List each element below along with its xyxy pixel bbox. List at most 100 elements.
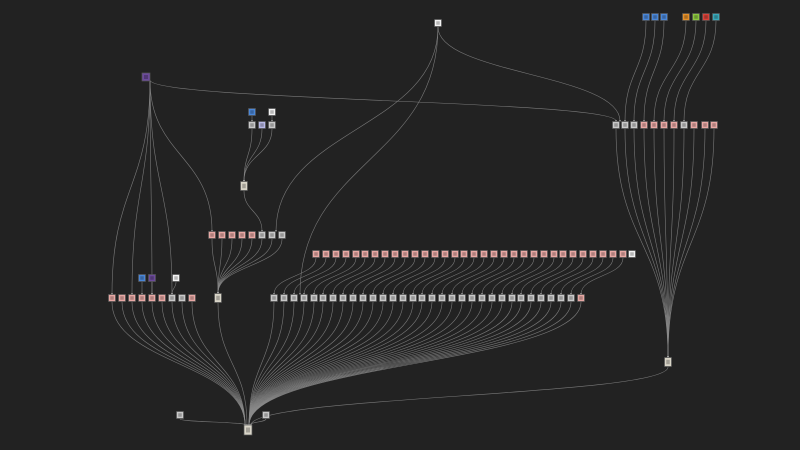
filter-node-19[interactable] bbox=[500, 250, 508, 258]
color-node-top-right-0[interactable] bbox=[682, 13, 690, 21]
image-node-top-right-1[interactable] bbox=[651, 13, 659, 21]
filter-node-17[interactable] bbox=[480, 250, 488, 258]
filter-node-2[interactable] bbox=[332, 250, 340, 258]
filter-node-29[interactable] bbox=[599, 250, 607, 258]
color-node-top-right-1[interactable] bbox=[692, 13, 700, 21]
texture-node-19[interactable] bbox=[458, 294, 466, 302]
texture-node-7[interactable] bbox=[339, 294, 347, 302]
filter-node-13[interactable] bbox=[441, 250, 449, 258]
texture-node-12[interactable] bbox=[389, 294, 397, 302]
right-row-node-2[interactable] bbox=[630, 121, 638, 129]
image-node-left-c[interactable] bbox=[172, 274, 180, 282]
mid-group-node-2[interactable] bbox=[268, 121, 276, 129]
middle-row-node-1[interactable] bbox=[218, 231, 226, 239]
filter-node-4[interactable] bbox=[352, 250, 360, 258]
middle-row-node-5[interactable] bbox=[258, 231, 266, 239]
texture-node-13[interactable] bbox=[399, 294, 407, 302]
right-row-node-9[interactable] bbox=[701, 121, 709, 129]
filter-node-22[interactable] bbox=[530, 250, 538, 258]
image-node-left-b[interactable] bbox=[148, 274, 156, 282]
left-row-node-7[interactable] bbox=[178, 294, 186, 302]
image-node-top-right-2[interactable] bbox=[660, 13, 668, 21]
texture-node-29[interactable] bbox=[557, 294, 565, 302]
texture-node-27[interactable] bbox=[537, 294, 545, 302]
color-node-top-right-3[interactable] bbox=[712, 13, 720, 21]
mid-group-node-0[interactable] bbox=[248, 121, 256, 129]
texture-node-5[interactable] bbox=[319, 294, 327, 302]
filter-node-26[interactable] bbox=[569, 250, 577, 258]
right-row-node-0[interactable] bbox=[612, 121, 620, 129]
filter-node-18[interactable] bbox=[490, 250, 498, 258]
filter-node-9[interactable] bbox=[401, 250, 409, 258]
left-row-node-6[interactable] bbox=[168, 294, 176, 302]
texture-node-11[interactable] bbox=[379, 294, 387, 302]
filter-node-10[interactable] bbox=[411, 250, 419, 258]
texture-node-4[interactable] bbox=[310, 294, 318, 302]
middle-row-node-0[interactable] bbox=[208, 231, 216, 239]
filter-node-1[interactable] bbox=[322, 250, 330, 258]
texture-node-26[interactable] bbox=[527, 294, 535, 302]
filter-node-end[interactable] bbox=[628, 250, 636, 258]
source-node-purple[interactable] bbox=[141, 72, 151, 82]
texture-node-9[interactable] bbox=[359, 294, 367, 302]
left-row-node-8[interactable] bbox=[188, 294, 196, 302]
texture-node-15[interactable] bbox=[418, 294, 426, 302]
left-row-node-0[interactable] bbox=[108, 294, 116, 302]
aux-node-left[interactable] bbox=[176, 411, 184, 419]
filter-node-28[interactable] bbox=[589, 250, 597, 258]
middle-collector-node[interactable] bbox=[214, 293, 222, 303]
texture-node-20[interactable] bbox=[468, 294, 476, 302]
texture-node-17[interactable] bbox=[438, 294, 446, 302]
middle-row-node-3[interactable] bbox=[238, 231, 246, 239]
final-output-node[interactable] bbox=[243, 424, 253, 436]
color-node-top-right-2[interactable] bbox=[702, 13, 710, 21]
texture-node-21[interactable] bbox=[478, 294, 486, 302]
filter-node-23[interactable] bbox=[540, 250, 548, 258]
filter-node-30[interactable] bbox=[609, 250, 617, 258]
texture-node-31[interactable] bbox=[577, 294, 585, 302]
mid-collector-node[interactable] bbox=[240, 181, 248, 191]
right-row-node-7[interactable] bbox=[680, 121, 688, 129]
texture-node-2[interactable] bbox=[290, 294, 298, 302]
texture-node-3[interactable] bbox=[300, 294, 308, 302]
texture-node-25[interactable] bbox=[517, 294, 525, 302]
texture-node-1[interactable] bbox=[280, 294, 288, 302]
right-row-node-1[interactable] bbox=[621, 121, 629, 129]
texture-node-24[interactable] bbox=[508, 294, 516, 302]
texture-node-18[interactable] bbox=[448, 294, 456, 302]
texture-node-23[interactable] bbox=[498, 294, 506, 302]
mid-group-node-1[interactable] bbox=[258, 121, 266, 129]
left-row-node-3[interactable] bbox=[138, 294, 146, 302]
filter-node-16[interactable] bbox=[470, 250, 478, 258]
filter-node-0[interactable] bbox=[312, 250, 320, 258]
filter-node-8[interactable] bbox=[391, 250, 399, 258]
texture-node-16[interactable] bbox=[428, 294, 436, 302]
right-row-node-6[interactable] bbox=[670, 121, 678, 129]
filter-node-24[interactable] bbox=[550, 250, 558, 258]
texture-node-10[interactable] bbox=[369, 294, 377, 302]
right-row-node-3[interactable] bbox=[640, 121, 648, 129]
filter-node-15[interactable] bbox=[460, 250, 468, 258]
texture-node-30[interactable] bbox=[567, 294, 575, 302]
middle-row-node-4[interactable] bbox=[248, 231, 256, 239]
left-row-node-4[interactable] bbox=[148, 294, 156, 302]
source-node-top[interactable] bbox=[434, 19, 442, 27]
texture-node-28[interactable] bbox=[547, 294, 555, 302]
filter-node-12[interactable] bbox=[431, 250, 439, 258]
filter-node-27[interactable] bbox=[579, 250, 587, 258]
right-row-node-8[interactable] bbox=[690, 121, 698, 129]
aux-node-right[interactable] bbox=[262, 411, 270, 419]
middle-row-node-2[interactable] bbox=[228, 231, 236, 239]
filter-node-3[interactable] bbox=[342, 250, 350, 258]
right-row-node-4[interactable] bbox=[650, 121, 658, 129]
filter-node-21[interactable] bbox=[520, 250, 528, 258]
texture-node-8[interactable] bbox=[349, 294, 357, 302]
texture-node-6[interactable] bbox=[329, 294, 337, 302]
right-row-node-5[interactable] bbox=[660, 121, 668, 129]
left-row-node-5[interactable] bbox=[158, 294, 166, 302]
filter-node-31[interactable] bbox=[619, 250, 627, 258]
filter-node-14[interactable] bbox=[451, 250, 459, 258]
image-node-mid-b[interactable] bbox=[268, 108, 276, 116]
left-row-node-1[interactable] bbox=[118, 294, 126, 302]
